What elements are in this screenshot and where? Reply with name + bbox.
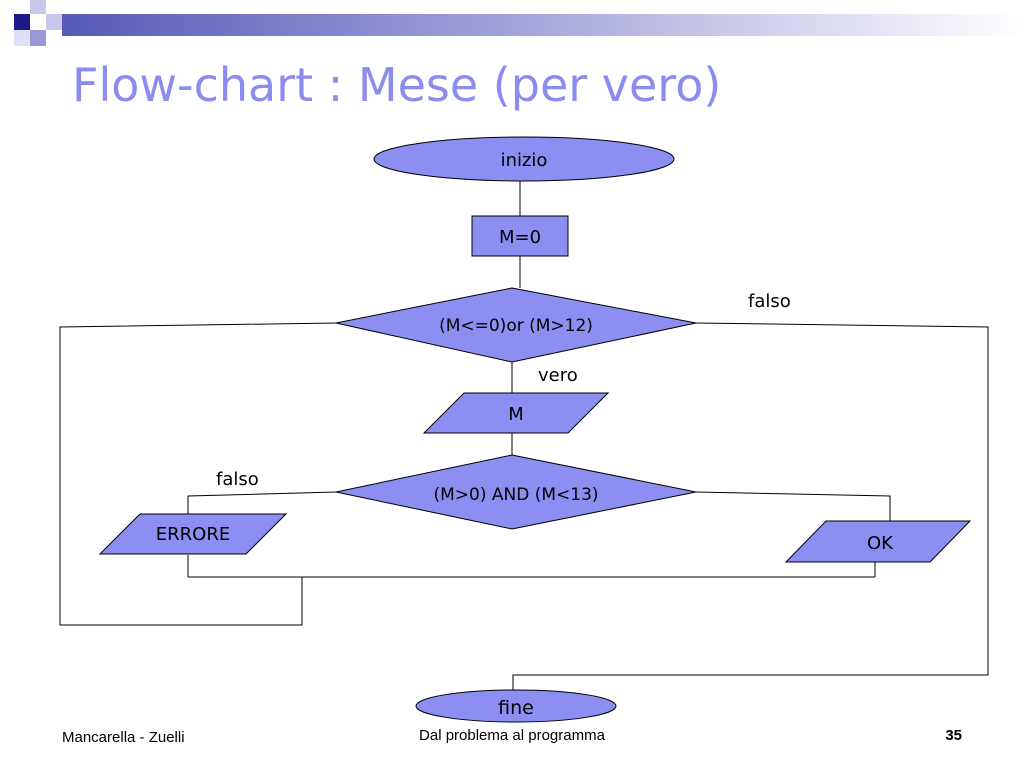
ok-output (784, 520, 972, 563)
deco-square-3 (46, 14, 62, 30)
init-process (471, 215, 569, 257)
init-label: M=0 (499, 227, 541, 248)
deco-square-4 (30, 30, 46, 46)
input-data (422, 392, 610, 434)
error-label: ERRORE (156, 524, 230, 545)
connector-cond2-error (187, 491, 337, 514)
connector-cond1-left-loop (59, 322, 337, 626)
start-terminal (373, 136, 675, 182)
input-label: M (508, 404, 524, 425)
deco-square-2 (30, 0, 46, 14)
cond1-label: (M<=0)or (M>12) (439, 316, 593, 336)
footer-course: Dal problema al programma (419, 727, 605, 744)
cond1-decision (335, 287, 697, 363)
error-output (98, 513, 288, 555)
cond2-decision (335, 454, 697, 530)
ok-label: OK (867, 533, 894, 554)
end-label: fine (498, 697, 534, 719)
slide-title: Flow-chart : Mese (per vero) (72, 58, 722, 112)
false-label-2: falso (216, 469, 259, 490)
cond2-label: (M>0) AND (M<13) (433, 485, 598, 505)
header-decoration (14, 0, 1024, 46)
connector-cond1-right-end (512, 322, 989, 690)
start-label: inizio (501, 150, 548, 171)
page-number: 35 (945, 727, 962, 744)
deco-square-5 (14, 30, 30, 46)
connector-cond2-ok (695, 491, 891, 521)
true-label-1: vero (538, 365, 578, 386)
end-terminal (415, 689, 617, 723)
header-bar (62, 14, 1024, 36)
deco-square-1 (14, 14, 30, 30)
footer-author: Mancarella - Zuelli (62, 729, 185, 746)
false-label-1: falso (748, 291, 791, 312)
